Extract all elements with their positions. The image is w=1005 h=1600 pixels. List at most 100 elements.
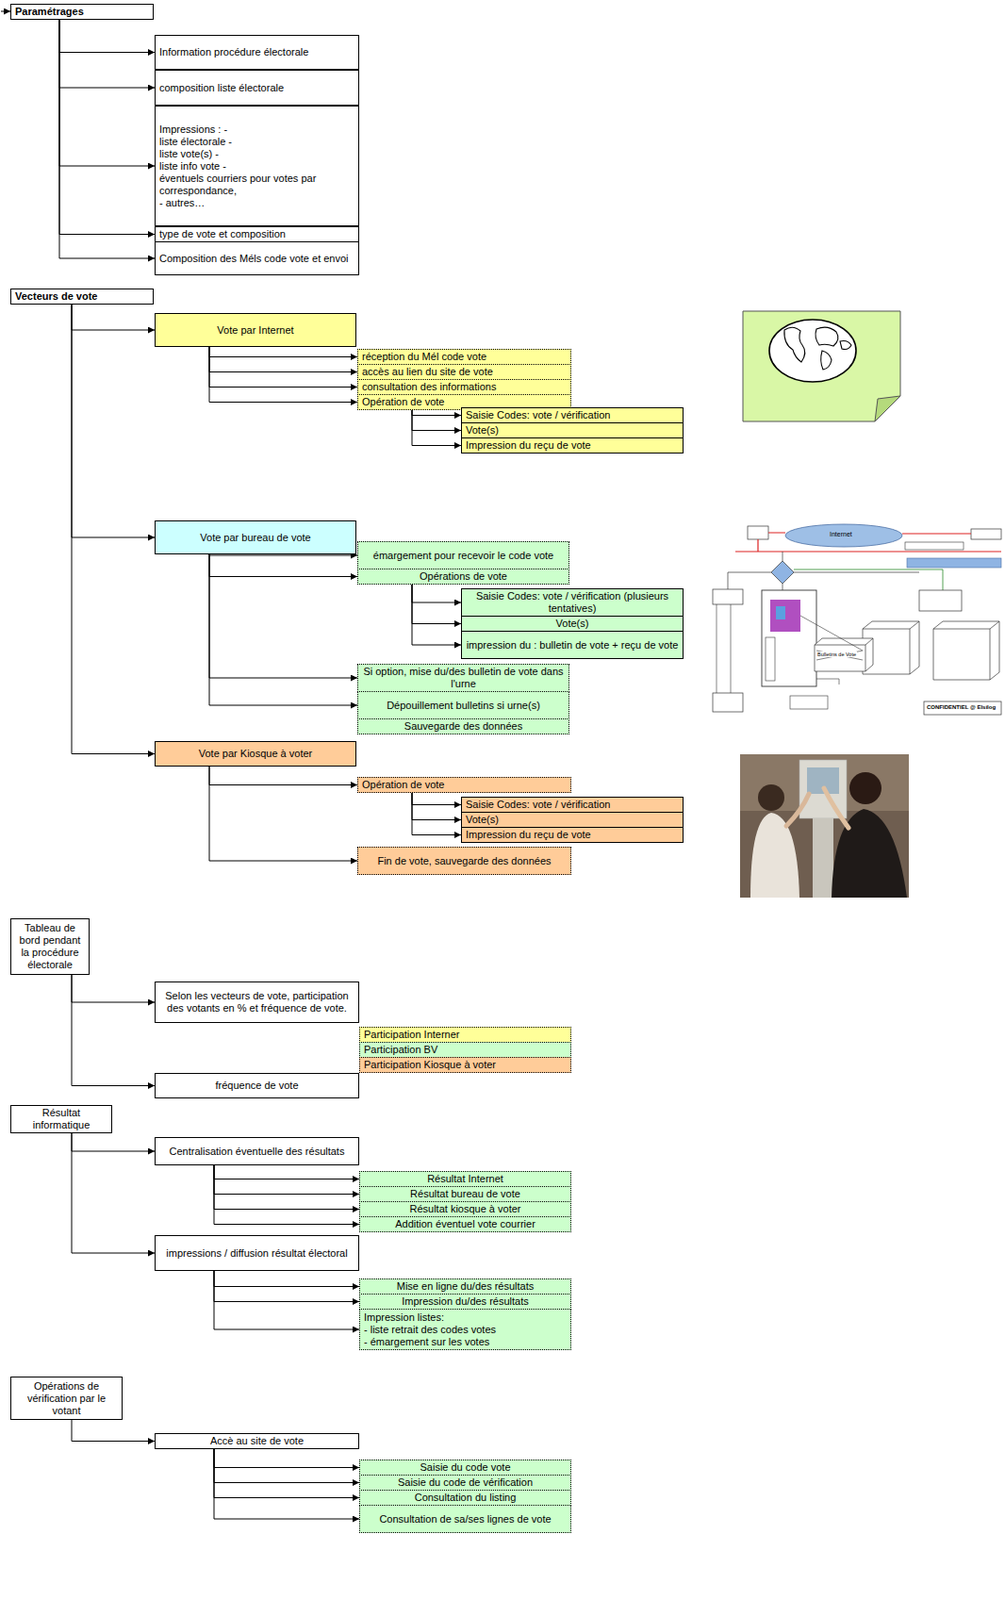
illustration-shape: [716, 604, 840, 693]
illustration-shape: [770, 599, 801, 632]
box-text: Si option, mise du/des bulletin de vote …: [362, 665, 565, 691]
connector-arrow: [214, 1449, 360, 1519]
box-text: impression du : bulletin de vote + reçu …: [465, 639, 679, 652]
connector-arrow: [71, 1133, 155, 1152]
box-text: Résultat Internet: [363, 1172, 567, 1186]
box-text: Saisie Codes: vote / vérification: [465, 409, 679, 422]
box-text: Information procédure électorale: [159, 46, 355, 59]
illustration-shape: [790, 695, 828, 709]
step-box: Résultat kiosque à voter: [359, 1201, 572, 1218]
step-box: Sauvegarde des données: [357, 718, 570, 735]
box-text: - émargement sur les votes: [363, 1335, 567, 1349]
illustration-shape: [750, 812, 800, 898]
box-text: Mise en ligne du/des résultats: [363, 1280, 567, 1293]
connector-arrow: [411, 410, 462, 416]
connector-arrow: [71, 974, 155, 1087]
step-box: Mise en ligne du/des résultats: [359, 1278, 572, 1295]
illustration-shape: [800, 615, 863, 660]
illustration-shape: [815, 327, 839, 346]
step-box: Vote(s): [461, 811, 684, 828]
box-text: Résultat informatique: [15, 1106, 108, 1132]
box-text: Saisie Codes: vote / vérification (plusi…: [465, 590, 679, 615]
step-box: consultation des informations: [357, 378, 572, 396]
connector-arrow: [411, 792, 462, 806]
illustration-shape: [735, 532, 1002, 552]
connector-arrow: [214, 1449, 360, 1499]
connector-arrow: [214, 1165, 360, 1225]
step-box: composition liste électorale: [154, 69, 360, 106]
connector-arrow: [209, 554, 358, 556]
illustration-shape: [821, 350, 832, 370]
box-text: Participation Interner: [363, 1028, 567, 1041]
box-text: consultation des informations: [362, 380, 567, 394]
box-text: Participation Kiosque à voter: [363, 1058, 567, 1071]
connector-arrow: [214, 1270, 360, 1287]
connector-arrow: [411, 584, 462, 645]
box-text: Vote(s): [465, 813, 679, 826]
box-text: composition liste électorale: [159, 82, 355, 95]
box-text: Consultation du listing: [363, 1491, 567, 1504]
illustration-shape: [769, 319, 857, 382]
box-text: Addition éventuel vote courrier: [363, 1218, 567, 1231]
illustration-shape: [704, 522, 1002, 721]
box-text: Impression du reçu de vote: [465, 439, 679, 452]
illustration-shape: [823, 788, 849, 828]
step-box: Composition des Méls code vote et envoi: [154, 241, 360, 276]
connector-arrow: [214, 1270, 360, 1330]
step-box: fréquence de vote: [154, 1072, 360, 1099]
box-text: Participation BV: [363, 1043, 567, 1056]
connector-arrow: [214, 1270, 360, 1302]
step-box: Saisie Codes: vote / vérification (plusi…: [461, 588, 684, 617]
illustration-shape: [742, 311, 901, 422]
connector-arrow: [411, 792, 462, 836]
illustration-shape: [761, 590, 817, 687]
section-header: Vecteurs de vote: [10, 288, 154, 305]
step-box: Vote par bureau de vote: [154, 520, 357, 555]
step-box: Vote par Internet: [154, 313, 357, 347]
box-text: Résultat kiosque à voter: [363, 1202, 567, 1216]
step-box: Impression du/des résultats: [359, 1293, 572, 1310]
connector-arrow: [71, 1419, 155, 1442]
box-text: liste info vote -: [159, 160, 355, 173]
connector-arrow: [411, 410, 462, 431]
step-box: Saisie du code vote: [359, 1459, 572, 1476]
illustration-shape: [874, 395, 901, 422]
box-text: Vote par Internet: [159, 324, 352, 337]
illustration-shape: [793, 569, 943, 591]
step-box: Vote(s): [461, 422, 684, 439]
connector-arrow: [71, 1133, 155, 1253]
kiosk-photo: [740, 754, 909, 898]
connector-arrow: [411, 792, 462, 821]
step-box: Impression du reçu de vote: [461, 826, 684, 843]
connector-arrow: [209, 766, 358, 861]
box-text: Saisie Codes: vote / vérification: [465, 798, 679, 811]
illustration-shape: [712, 589, 743, 605]
box-text: Vecteurs de vote: [15, 290, 149, 303]
step-box: Opération de vote: [357, 776, 572, 793]
box-text: émargement pour recevoir le code vote: [362, 549, 565, 562]
illustration-shape: [923, 701, 1002, 715]
lead-arrow: [0, 11, 11, 13]
illustration-shape: [765, 637, 775, 681]
connector-arrow: [59, 19, 155, 259]
network-illustration: [704, 522, 1002, 721]
connector-arrow: [71, 304, 155, 538]
connector-arrow: [209, 346, 358, 373]
box-text: Consultation de sa/ses lignes de vote: [363, 1513, 567, 1526]
step-box: émargement pour recevoir le code vote: [357, 541, 570, 570]
box-text: Dépouillement bulletins si urne(s): [362, 699, 565, 712]
illustration-shape: [933, 621, 1000, 680]
illustration-shape: [747, 526, 769, 540]
illustration-shape: [740, 754, 909, 898]
connector-arrow: [209, 554, 358, 678]
step-box: Participation Kiosque à voter: [359, 1056, 572, 1073]
illustration-shape: [814, 638, 874, 672]
connector-arrow: [71, 974, 155, 1003]
connector-arrow: [209, 346, 358, 388]
illustration-shape: [919, 590, 962, 611]
connector-arrow: [214, 1449, 360, 1468]
box-text: Opérations de vérification par le votant: [15, 1380, 118, 1417]
illustration-shape: [712, 692, 743, 712]
illustration-shape: [849, 772, 882, 805]
